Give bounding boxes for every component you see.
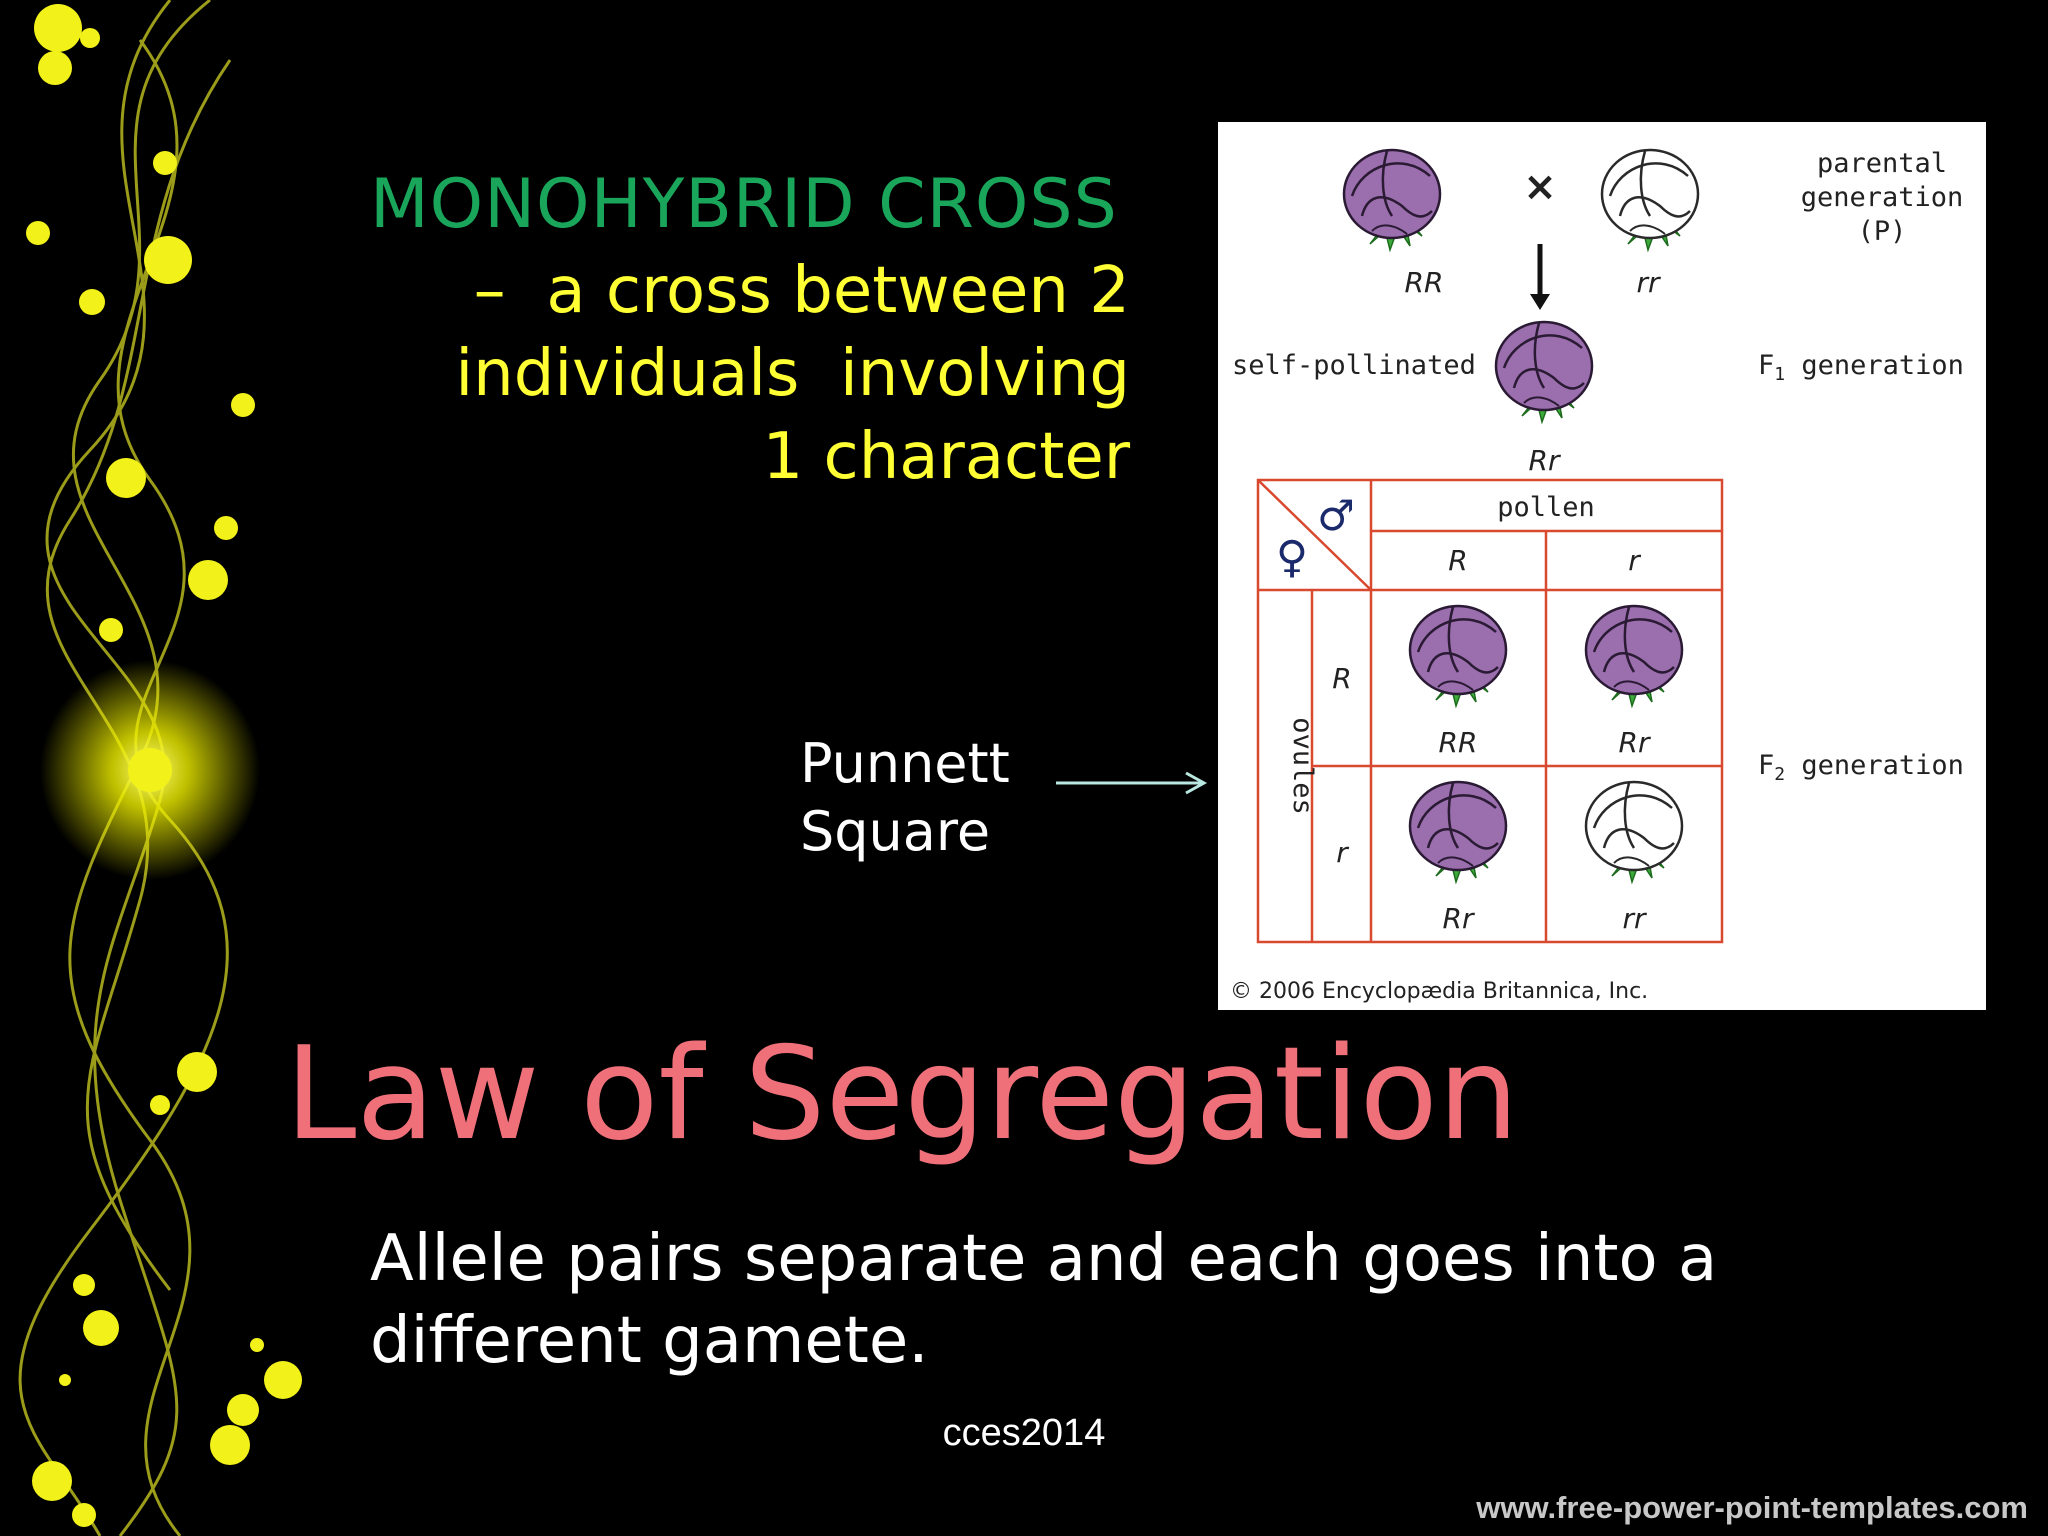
f1-flower-purple-icon <box>1494 320 1594 424</box>
f2-flower-white-icon <box>1584 780 1684 884</box>
parental-generation-label: generation <box>1801 182 1964 213</box>
self-pollinated-label: self-pollinated <box>1232 350 1476 381</box>
decorative-swirl-border <box>18 0 302 1536</box>
generation-suffix: generation <box>1785 750 1964 781</box>
down-arrow-icon <box>1530 244 1550 310</box>
monohybrid-cross-definition: – a cross between 2 individuals involvin… <box>455 250 1130 499</box>
f1-generation-label: F1 generation <box>1758 350 1964 385</box>
punnett-grid <box>1256 478 1724 944</box>
body-line: different gamete. <box>370 1304 929 1378</box>
label-line: Punnett <box>800 732 1010 795</box>
footer-credit: cces2014 <box>942 1412 1106 1454</box>
parent-genotype: RR <box>1405 266 1444 299</box>
punnett-square-label: Punnett Square <box>800 730 1010 866</box>
f2-flower-purple-icon <box>1408 604 1508 708</box>
cross-symbol: × <box>1523 164 1557 210</box>
parental-generation-label: parental <box>1817 148 1947 179</box>
offspring-genotype: RR <box>1439 726 1478 759</box>
f1-genotype: Rr <box>1529 444 1561 477</box>
f-prefix: F <box>1758 350 1774 381</box>
ovule-allele: R <box>1332 662 1351 695</box>
copyright-notice: © 2006 Encyclopædia Britannica, Inc. <box>1230 979 1648 1004</box>
f-subscript: 2 <box>1774 764 1785 785</box>
body-line: Allele pairs separate and each goes into… <box>370 1222 1718 1296</box>
pointer-arrow-icon <box>1056 771 1208 795</box>
monohybrid-cross-diagram: × RR rr parental generation (P) self-pol… <box>1218 122 1986 1010</box>
offspring-genotype: Rr <box>1619 726 1651 759</box>
label-line: Square <box>800 800 991 863</box>
pollen-allele: R <box>1448 544 1467 577</box>
parent-flower-purple-icon <box>1342 148 1442 252</box>
ovule-allele: r <box>1336 836 1349 869</box>
f2-generation-label: F2 generation <box>1758 750 1964 785</box>
parent-flower-white-icon <box>1600 148 1700 252</box>
ovules-label: ovules <box>1287 717 1318 815</box>
definition-line: – a cross between 2 <box>473 254 1130 328</box>
parental-generation-label: (P) <box>1858 216 1907 247</box>
f-subscript: 1 <box>1774 364 1785 385</box>
law-of-segregation-title: Law of Segregation <box>285 1020 1519 1169</box>
offspring-genotype: rr <box>1622 902 1647 935</box>
definition-line: 1 character <box>762 420 1130 494</box>
pollen-allele: r <box>1628 544 1641 577</box>
definition-line: individuals involving <box>455 337 1130 411</box>
footer-url: www.free-power-point-templates.com <box>1476 1490 2028 1525</box>
male-symbol-icon: ♂ <box>1317 491 1355 540</box>
f-prefix: F <box>1758 750 1774 781</box>
law-definition-text: Allele pairs separate and each goes into… <box>370 1218 1770 1382</box>
f2-flower-purple-icon <box>1584 604 1684 708</box>
parent-genotype: rr <box>1636 266 1661 299</box>
pollen-label: pollen <box>1497 492 1595 523</box>
monohybrid-cross-title: MONOHYBRID CROSS <box>370 165 1118 244</box>
offspring-genotype: Rr <box>1443 902 1475 935</box>
female-symbol-icon: ♀ <box>1276 532 1308 583</box>
f2-flower-purple-icon <box>1408 780 1508 884</box>
generation-suffix: generation <box>1785 350 1964 381</box>
